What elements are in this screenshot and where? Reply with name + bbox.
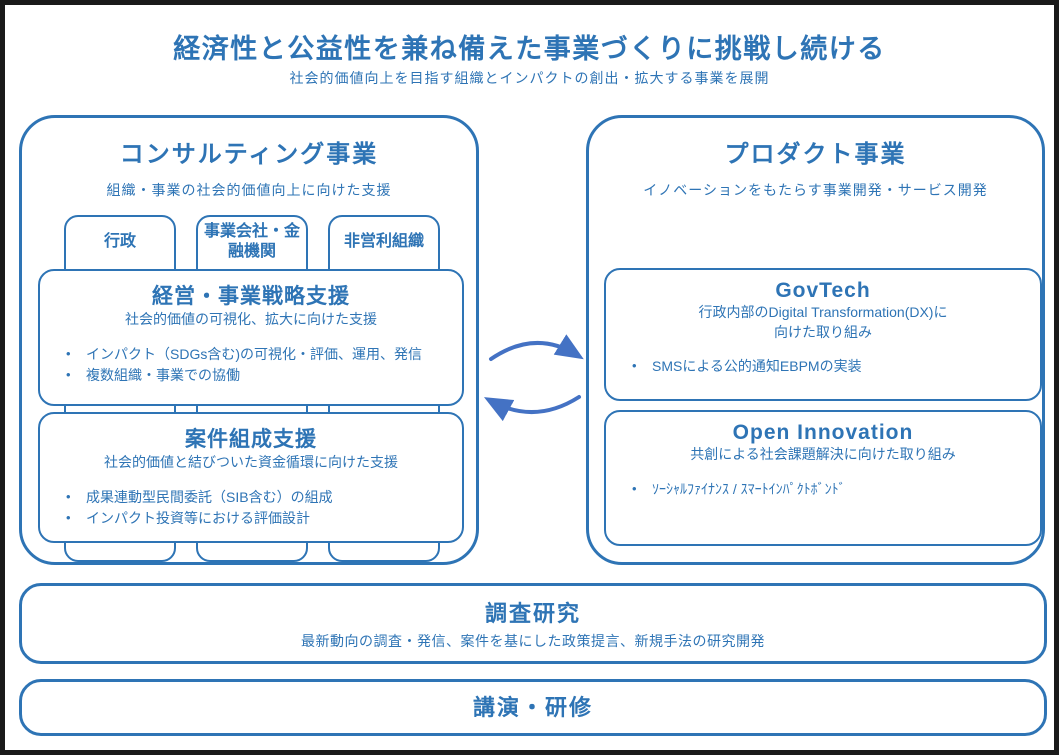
client-column-label: 非営利組織: [343, 233, 424, 250]
training-box: 講演・研修: [19, 679, 1047, 736]
research-subtitle: 最新動向の調査・発信、案件を基にした政策提言、新規手法の研究開発: [301, 633, 765, 649]
bullet-item: ｿｰｼｬﾙﾌｧｲﾅﾝｽ / ｽﾏｰﾄｲﾝﾊﾟｸﾄﾎﾞﾝﾄﾞ: [632, 479, 1030, 501]
bullet-item: SMSによる公的通知EBPMの実装: [632, 356, 1030, 378]
consulting-title: コンサルティング事業: [119, 141, 379, 168]
cycle-arrows-icon: [483, 334, 584, 422]
client-column-label: 事業会社・金融機関: [203, 223, 300, 260]
product-panel: プロダクト事業 イノベーションをもたらす事業開発・サービス開発 GovTech …: [586, 115, 1045, 565]
open-innovation-box: Open Innovation 共創による社会課題解決に向けた取り組み ｿｰｼｬ…: [604, 410, 1042, 546]
open-innovation-subtitle: 共創による社会課題解決に向けた取り組み: [690, 446, 956, 462]
deal-structuring-subtitle: 社会的価値と結びついた資金循環に向けた支援: [104, 454, 398, 470]
deal-structuring-bullets: 成果連動型民間委託（SIB含む）の組成 インパクト投資等における評価設計: [40, 487, 462, 530]
consulting-subtitle: 組織・事業の社会的価値向上に向けた支援: [106, 182, 392, 198]
research-box: 調査研究 最新動向の調査・発信、案件を基にした政策提言、新規手法の研究開発: [19, 583, 1047, 664]
strategy-support-bullets: インパクト（SDGs含む)の可視化・評価、運用、発信 複数組織・事業での協働: [40, 344, 462, 387]
product-title: プロダクト事業: [724, 141, 907, 168]
govtech-subtitle: 行政内部のDigital Transformation(DX)に 向けた取り組み: [698, 304, 948, 340]
page-subtitle: 社会的価値向上を目指す組織とインパクトの創出・拡大する事業を展開: [289, 70, 770, 86]
strategy-support-title: 経営・事業戦略支援: [152, 285, 350, 308]
product-subtitle: イノベーションをもたらす事業開発・サービス開発: [643, 182, 988, 198]
consulting-panel: コンサルティング事業 組織・事業の社会的価値向上に向けた支援 行政 事業会社・金…: [19, 115, 479, 565]
govtech-box: GovTech 行政内部のDigital Transformation(DX)に…: [604, 268, 1042, 401]
strategy-support-subtitle: 社会的価値の可視化、拡大に向けた支援: [125, 311, 377, 327]
govtech-bullets: SMSによる公的通知EBPMの実装: [606, 356, 1040, 378]
client-column-label: 行政: [103, 233, 136, 250]
research-title: 調査研究: [484, 601, 581, 626]
strategy-support-box: 経営・事業戦略支援 社会的価値の可視化、拡大に向けた支援 インパクト（SDGs含…: [38, 269, 464, 406]
deal-structuring-box: 案件組成支援 社会的価値と結びついた資金循環に向けた支援 成果連動型民間委託（S…: [38, 412, 464, 543]
deal-structuring-title: 案件組成支援: [185, 428, 317, 451]
training-title: 講演・研修: [472, 695, 593, 720]
bullet-item: インパクト投資等における評価設計: [66, 508, 452, 530]
govtech-title: GovTech: [775, 279, 871, 302]
open-innovation-bullets: ｿｰｼｬﾙﾌｧｲﾅﾝｽ / ｽﾏｰﾄｲﾝﾊﾟｸﾄﾎﾞﾝﾄﾞ: [606, 479, 1040, 501]
bullet-item: 成果連動型民間委託（SIB含む）の組成: [66, 487, 452, 509]
bullet-item: 複数組織・事業での協働: [66, 365, 452, 387]
open-innovation-title: Open Innovation: [732, 421, 914, 444]
page-title: 経済性と公益性を兼ね備えた事業づくりに挑戦し続ける: [173, 34, 886, 64]
bullet-item: インパクト（SDGs含む)の可視化・評価、運用、発信: [66, 344, 452, 366]
